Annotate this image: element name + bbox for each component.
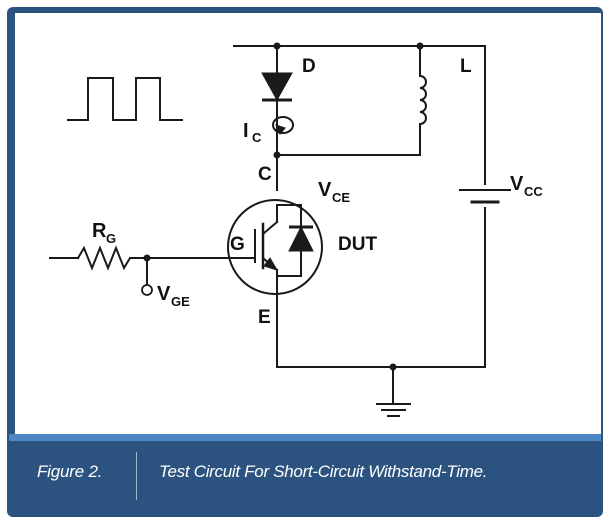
node-dot — [273, 42, 281, 50]
label-rg: R — [92, 220, 107, 242]
label-vcc-sub: CC — [524, 184, 543, 199]
label-vge: V — [157, 283, 171, 305]
label-g: G — [230, 234, 245, 255]
caption-bar: Figure 2. Test Circuit For Short-Circuit… — [9, 434, 601, 512]
igbt-circle — [227, 199, 323, 295]
figure-number: Figure 2. — [37, 462, 103, 481]
label-ic-sub: C — [252, 130, 262, 145]
label-vce-sub: CE — [332, 190, 350, 205]
free-diode — [288, 225, 314, 252]
inductor-coil — [418, 74, 427, 126]
node-dot — [273, 151, 281, 159]
diode-d — [261, 72, 293, 102]
label-dut: DUT — [338, 234, 377, 255]
label-vge-sub: GE — [171, 294, 190, 309]
label-vcc: V — [510, 173, 524, 195]
caption-divider — [136, 452, 137, 500]
node-dot — [416, 42, 424, 50]
resistor-rg — [76, 245, 132, 271]
label-vce: V — [318, 179, 332, 201]
vge-probe-terminal — [141, 284, 153, 296]
gate-pulse-waveform — [67, 77, 183, 121]
label-c: C — [258, 164, 272, 185]
igbt-collector-diag — [261, 220, 279, 236]
emitter-arrow — [263, 257, 279, 271]
node-dot — [389, 363, 397, 371]
label-d: D — [302, 56, 316, 77]
label-e: E — [258, 307, 271, 328]
label-rg-sub: G — [106, 231, 116, 246]
node-dot — [143, 254, 151, 262]
current-arrow — [275, 124, 286, 135]
label-ic: I — [243, 120, 249, 142]
caption-accent-rule — [9, 434, 601, 441]
label-l: L — [460, 56, 472, 77]
current-loop — [272, 116, 294, 134]
figure-caption: Test Circuit For Short-Circuit Withstand… — [159, 462, 488, 481]
